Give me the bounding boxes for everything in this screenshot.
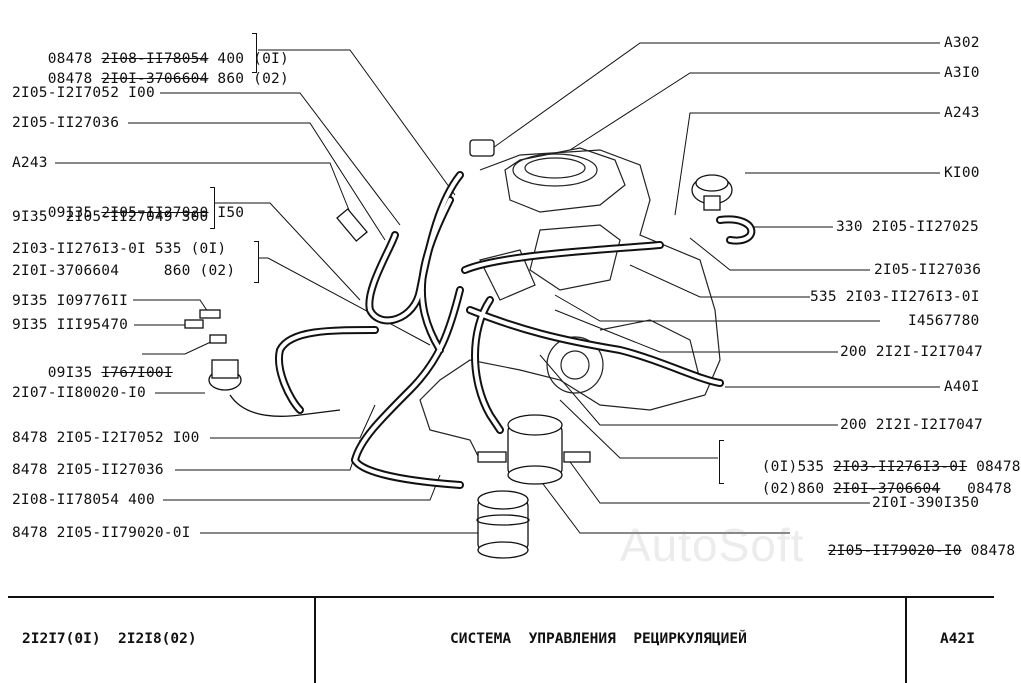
part-label: 2I08-II78054 400: [12, 492, 155, 508]
leader-line: [524, 459, 790, 534]
part-label: 2I05-I2I7052 I00: [12, 85, 155, 101]
part-label: 08478 2I0I-3706604 860 (02): [47, 71, 289, 87]
part-label: 330 2I05-II27025: [836, 219, 979, 235]
page-title: СИСТЕМА УПРАВЛЕНИЯ РЕЦИРКУЛЯЦИЕЙ: [450, 631, 747, 647]
leader-line: [258, 49, 456, 196]
sheet-number: A42I: [940, 631, 975, 647]
label-group-bracket: [719, 440, 724, 484]
part-label: 2I0I-390I350: [872, 495, 980, 511]
part-label: 2I05-II27036: [874, 262, 982, 278]
leader-line: [160, 92, 401, 226]
part-label: 8478 2I05-II27036: [12, 462, 164, 478]
valve-k100-drawing: [691, 174, 733, 211]
label-group-bracket: [210, 187, 215, 229]
part-label: A243: [12, 155, 48, 171]
part-label: 200 2I2I-I2I7047: [840, 417, 983, 433]
label-group-bracket: [254, 241, 259, 283]
canister-upper-drawing: [477, 414, 591, 485]
leader-line: [629, 264, 810, 298]
part-label: KI00: [944, 165, 980, 181]
leader-line: [559, 399, 718, 459]
leader-line: [133, 299, 209, 313]
leader-line: [554, 309, 838, 353]
leader-line: [210, 404, 376, 439]
part-label: A40I: [944, 379, 980, 395]
part-label: 8478 2I05-II79020-0I: [12, 525, 191, 541]
leader-line: [569, 72, 940, 151]
exploded-parts-drawing: [55, 42, 940, 559]
part-label: 200 2I2I-I2I7047: [840, 344, 983, 360]
leader-line: [674, 112, 940, 216]
part-label: I4567780: [908, 313, 980, 329]
part-label: 2I07-II80020-I0: [12, 385, 146, 401]
parts-diagram-sheet: 08478 2I08-II78054 400 (0I) 08478 2I0I-3…: [0, 33, 1021, 683]
part-label: 9I35 I09776II: [12, 293, 129, 309]
leader-line: [128, 122, 386, 241]
part-label: (0I)535 2I03-II276I3-0I 08478: [761, 459, 1021, 475]
part-label: 08478 2I08-II78054 400 (0I): [47, 51, 289, 67]
part-label: 2I05-II79020-I0 08478: [827, 543, 1016, 559]
leader-line: [689, 237, 870, 271]
part-label: 09I35 2I05-II27020 I50: [47, 205, 245, 221]
part-label: 9I35 III95470: [12, 317, 129, 333]
part-label: A302: [944, 35, 980, 51]
watermark: AutoSoft: [620, 519, 805, 571]
leader-line: [142, 339, 216, 355]
part-label: 09I35 I767I00I: [47, 365, 173, 381]
leader-line: [539, 354, 838, 426]
leader-line: [215, 202, 361, 301]
model-codes: 2I2I7(0I) 2I2I8(02): [22, 631, 197, 647]
label-group-bracket: [252, 33, 257, 73]
part-label: 2I03-II276I3-0I 535 (0I): [12, 241, 227, 257]
title-block: 2I2I7(0I) 2I2I8(02) СИСТЕМА УПРАВЛЕНИЯ Р…: [0, 596, 1000, 683]
part-label: 9I35 2I05-II27049 300: [12, 209, 209, 225]
leader-line: [564, 454, 870, 504]
leader-line: [175, 439, 361, 471]
leader-line: [554, 294, 880, 322]
part-label: 8478 2I05-I2I7052 I00: [12, 430, 200, 446]
canister-lower-drawing: [476, 490, 530, 559]
part-label: 535 2I03-II276I3-0I: [810, 289, 980, 305]
part-label: A3I0: [944, 65, 980, 81]
part-label: (02)860 2I0I-3706604 08478: [761, 481, 1012, 497]
part-label: 2I0I-3706604 860 (02): [12, 263, 236, 279]
carburetor-fitting-drawing: [184, 139, 495, 344]
engine-block-drawing: [419, 147, 721, 461]
thermovalve-drawing: [208, 359, 341, 417]
part-label: 2I05-II27036: [12, 115, 120, 131]
leader-line: [489, 42, 940, 151]
leader-line: [55, 162, 356, 226]
part-label: A243: [944, 105, 980, 121]
